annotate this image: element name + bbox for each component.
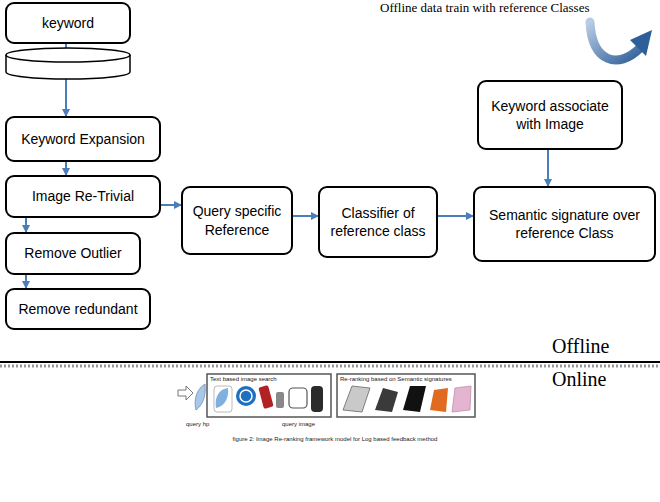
flow-arrow bbox=[438, 215, 473, 217]
process-box: Query specific Reference bbox=[181, 186, 293, 255]
thumbnail bbox=[214, 386, 232, 412]
box-text: Remove redundant bbox=[18, 300, 137, 318]
flow-arrow bbox=[25, 275, 27, 288]
thumbnail bbox=[276, 392, 284, 408]
flow-arrow bbox=[293, 215, 318, 217]
process-box: Image Re-Trivial bbox=[5, 175, 161, 218]
box-text: Remove Outlier bbox=[24, 244, 121, 262]
query-thumbnail bbox=[195, 384, 205, 410]
flow-arrow bbox=[161, 204, 181, 206]
thumbnail bbox=[258, 385, 273, 409]
box-text: Image Re-Trivial bbox=[32, 187, 134, 205]
box-text: Keyword associate with Image bbox=[486, 97, 614, 133]
section-label: Online bbox=[552, 368, 606, 391]
screenshot-illustration bbox=[178, 374, 475, 417]
thumbnail bbox=[216, 388, 229, 408]
process-box: keyword bbox=[5, 2, 131, 44]
thumbnail bbox=[311, 386, 323, 412]
figure-caption: figure 2: Image Re-ranking framework mod… bbox=[225, 435, 445, 443]
process-box: Remove Outlier bbox=[5, 232, 141, 275]
process-box: Semantic signature over reference Class bbox=[473, 186, 656, 262]
thumbnail bbox=[452, 386, 471, 412]
thumbnail bbox=[240, 390, 252, 402]
thumbnail bbox=[343, 386, 370, 412]
database-cylinder bbox=[6, 48, 130, 79]
note-label: Offline data train with reference Classe… bbox=[380, 1, 589, 16]
thumbnail bbox=[430, 388, 448, 412]
section-label: Offline bbox=[552, 335, 609, 358]
panel-title: Text based image search bbox=[210, 376, 277, 383]
thumbnail bbox=[375, 388, 398, 412]
curved-arrow bbox=[590, 22, 652, 60]
box-text: keyword bbox=[42, 14, 94, 32]
section-divider-shadow bbox=[0, 365, 660, 368]
query-arrow bbox=[178, 386, 193, 400]
thumbnail-caption: query image bbox=[282, 421, 315, 428]
flow-arrow bbox=[25, 218, 27, 232]
curved-arrow-head bbox=[630, 30, 652, 56]
flow-arrow bbox=[65, 162, 67, 175]
section-divider bbox=[0, 361, 660, 363]
box-text: Query specific Reference bbox=[190, 202, 284, 238]
result-panel bbox=[207, 374, 331, 417]
thumbnail bbox=[236, 386, 256, 406]
thumbnail bbox=[289, 388, 307, 408]
thumbnail-caption: query hp bbox=[186, 421, 209, 428]
process-box: Classifier of reference class bbox=[318, 186, 438, 258]
cylinder-top bbox=[6, 48, 130, 62]
box-text: Semantic signature over reference Class bbox=[482, 206, 647, 242]
panel-title: Re-ranking based on Semantic signatures bbox=[340, 376, 452, 383]
result-panel bbox=[337, 374, 475, 417]
process-box: Keyword associate with Image bbox=[477, 80, 623, 150]
thumbnail bbox=[403, 386, 426, 412]
process-box: Remove redundant bbox=[5, 288, 151, 330]
box-text: Keyword Expansion bbox=[21, 130, 145, 148]
process-box: Keyword Expansion bbox=[5, 116, 161, 162]
flow-arrow bbox=[547, 150, 549, 186]
box-text: Classifier of reference class bbox=[327, 204, 429, 240]
